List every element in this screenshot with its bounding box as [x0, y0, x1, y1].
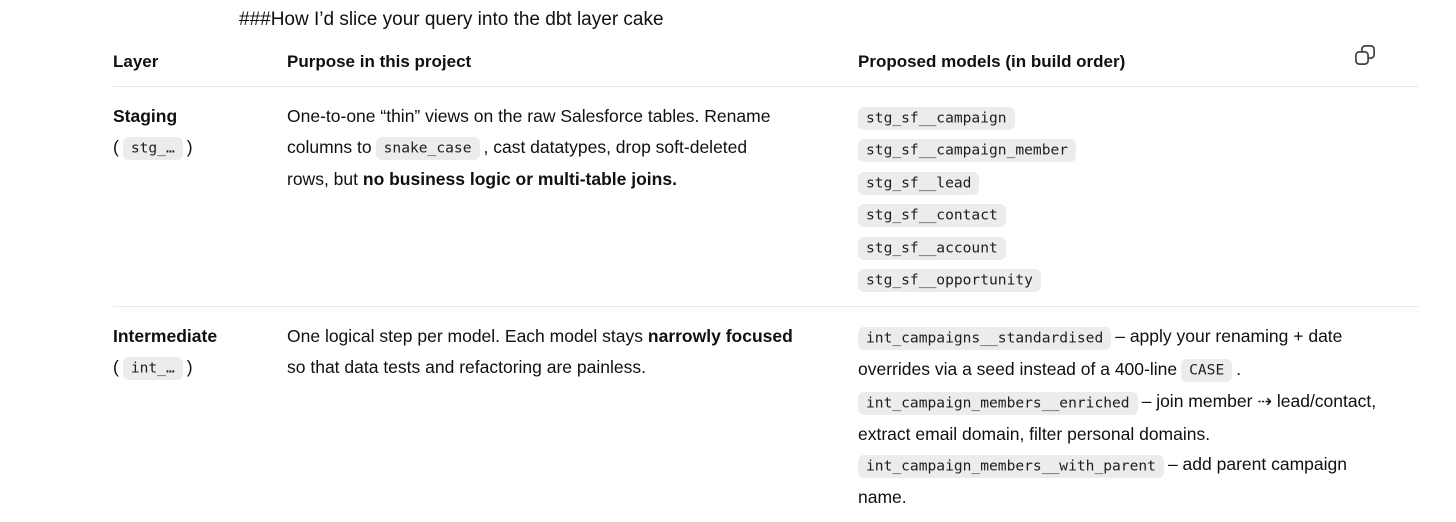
page-title: ###How I’d slice your query into the dbt…: [239, 9, 664, 30]
text-line: int_campaigns__standardised– apply your …: [858, 321, 1418, 354]
text-line: stg_sf__contact: [858, 199, 1418, 232]
purpose-cell: One logical step per model. Each model s…: [287, 321, 858, 512]
inline-code-chip: int_…: [122, 357, 183, 380]
text-segment: ): [186, 136, 193, 157]
inline-code-chip: int_campaign_members__enriched: [858, 391, 1138, 415]
text-line: (stg_…): [113, 132, 287, 165]
text-segment: , cast datatypes, drop soft-deleted: [483, 136, 748, 157]
text-line: stg_sf__campaign_member: [858, 134, 1418, 167]
text-segment: One-to-one “thin” views on the raw Sales…: [287, 106, 771, 126]
chat-message-body: ###How I’d slice your query into the dbt…: [113, 9, 1418, 507]
text-segment: – apply your renaming + date: [1115, 326, 1343, 346]
table-row: Intermediate(int_…)One logical step per …: [113, 307, 1418, 522]
column-header-layer: Layer: [113, 52, 159, 71]
inline-code-chip: stg_sf__campaign_member: [858, 139, 1077, 162]
text-line: Staging: [113, 101, 287, 132]
text-segment: rows, but: [287, 169, 363, 189]
text-segment: .: [1236, 358, 1242, 379]
inline-code-chip: stg_sf__contact: [858, 204, 1006, 227]
text-segment: columns to: [287, 136, 372, 157]
inline-code-chip: int_campaigns__standardised: [858, 326, 1112, 350]
column-header-models-label: Proposed models (in build order): [858, 52, 1126, 71]
bold-text: no business logic or multi-table joins.: [362, 169, 677, 189]
text-line: One logical step per model. Each model s…: [287, 321, 858, 352]
text-segment: (: [113, 356, 119, 377]
text-line: stg_sf__account: [858, 231, 1418, 264]
table-header-row: Layer Purpose in this project Proposed m…: [113, 45, 1418, 87]
text-line: Intermediate: [113, 321, 287, 352]
text-line: stg_sf__lead: [858, 166, 1418, 199]
purpose-cell: One-to-one “thin” views on the raw Sales…: [287, 101, 858, 296]
text-segment: name.: [858, 486, 907, 507]
inline-code-chip: stg_…: [122, 137, 183, 160]
text-line: rows, but no business logic or multi-tab…: [287, 164, 858, 195]
text-line: int_campaign_members__with_parent– add p…: [858, 449, 1418, 482]
table-row: Staging(stg_…)One-to-one “thin” views on…: [113, 87, 1418, 307]
models-cell: int_campaigns__standardised– apply your …: [858, 321, 1418, 512]
text-segment: extract email domain, filter personal do…: [858, 423, 1211, 444]
text-line: int_campaign_members__enriched– join mem…: [858, 386, 1418, 419]
bold-text: Intermediate: [113, 326, 218, 346]
inline-code-chip: int_campaign_members__with_parent: [858, 454, 1164, 478]
text-line: One-to-one “thin” views on the raw Sales…: [287, 101, 858, 132]
inline-code-chip: snake_case: [375, 137, 480, 160]
inline-code-chip: CASE: [1181, 359, 1233, 382]
table-body: Staging(stg_…)One-to-one “thin” views on…: [113, 87, 1418, 522]
copy-table-button[interactable]: [1350, 40, 1380, 70]
column-header-models: Proposed models (in build order): [858, 51, 1418, 72]
text-line: (int_…): [113, 352, 287, 385]
text-line: extract email domain, filter personal do…: [858, 419, 1418, 450]
column-header-purpose: Purpose in this project: [287, 52, 472, 71]
inline-code-chip: stg_sf__opportunity: [858, 269, 1041, 292]
text-line: name.: [858, 482, 1418, 513]
copy-icon: [1353, 43, 1377, 67]
bold-text: Staging: [113, 106, 178, 126]
text-segment: (: [113, 136, 119, 157]
layer-cell: Staging (stg_…): [113, 101, 287, 296]
text-segment: overrides via a seed instead of a 400-li…: [858, 358, 1178, 379]
inline-code-chip: stg_sf__account: [858, 236, 1006, 260]
text-segment: so that data tests and refactoring are p…: [287, 356, 646, 377]
inline-code-chip: stg_sf__lead: [858, 171, 980, 195]
layer-cell: Intermediate (int_…): [113, 321, 287, 512]
text-segment: – add parent campaign: [1167, 454, 1347, 474]
text-segment: ): [186, 356, 193, 377]
bold-text: narrowly focused: [647, 326, 793, 346]
text-line: so that data tests and refactoring are p…: [287, 352, 858, 383]
text-segment: One logical step per model. Each model s…: [287, 326, 648, 346]
inline-code-chip: stg_sf__campaign: [858, 106, 1015, 130]
text-line: stg_sf__campaign: [858, 101, 1418, 134]
text-line: stg_sf__opportunity: [858, 264, 1418, 297]
markdown-table: Layer Purpose in this project Proposed m…: [113, 45, 1418, 522]
text-segment: – join member ⇢ lead/contact,: [1141, 391, 1377, 411]
text-line: overrides via a seed instead of a 400-li…: [858, 354, 1418, 387]
